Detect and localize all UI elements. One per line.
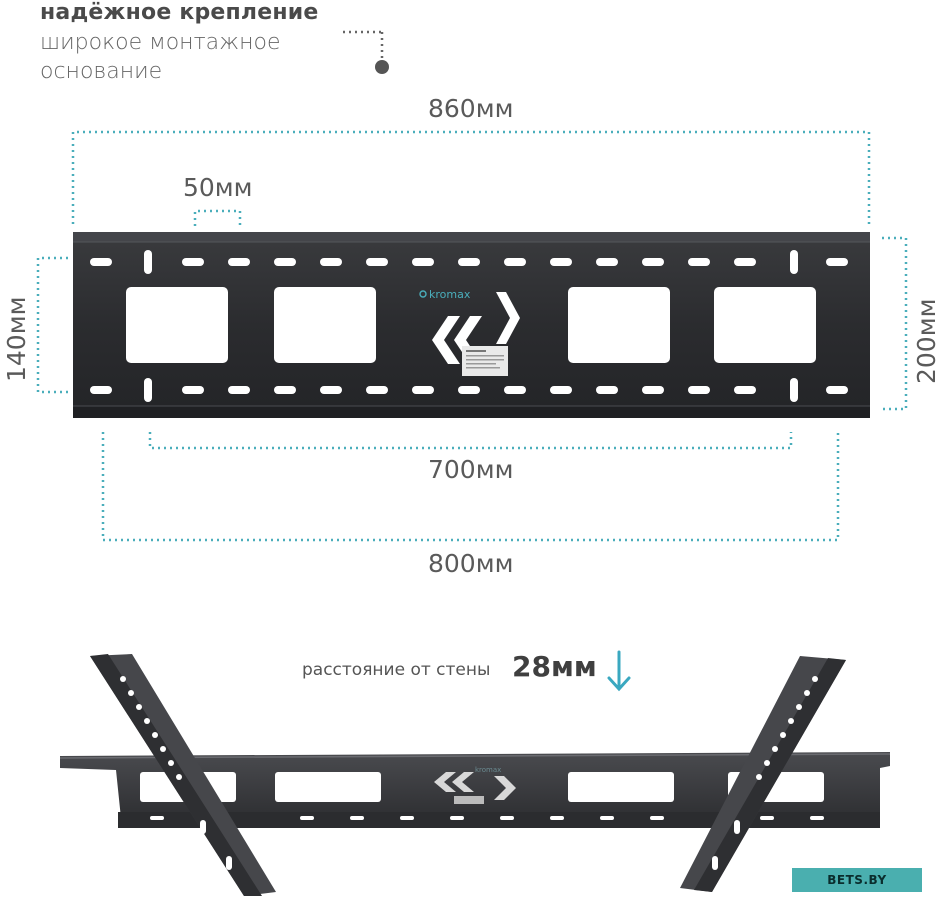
dimension-lines	[36, 130, 908, 542]
dotted-pointer-icon	[343, 30, 389, 74]
down-arrow-icon	[607, 650, 631, 692]
left-height-label: 140мм	[2, 296, 31, 382]
right-vesa-arm	[680, 656, 846, 892]
top-slot-row	[90, 250, 848, 274]
mount-plate-front: kromax	[73, 232, 870, 418]
left-vesa-arm	[90, 654, 276, 896]
slot-spacing-label: 50мм	[183, 173, 253, 202]
bottom-slot-row	[90, 378, 848, 402]
inner-span-label: 700мм	[428, 455, 514, 484]
outer-span-label: 800мм	[428, 549, 514, 578]
brand-logo-text: kromax	[429, 288, 471, 301]
wall-distance-value: 28мм	[512, 650, 597, 683]
feature-title: надёжное крепление	[40, 0, 319, 25]
mount-perspective-view: kromax	[59, 654, 891, 896]
wall-distance-label: расстояние от стены	[302, 660, 491, 680]
feature-subtitle: широкое монтажное основание	[40, 30, 281, 84]
spec-label	[462, 346, 508, 376]
right-height-label: 200мм	[912, 298, 940, 384]
watermark-badge: BETS.BY	[792, 868, 922, 892]
plate-cutouts	[126, 287, 816, 363]
overall-width-label: 860мм	[428, 94, 514, 123]
brand-logo-small: kromax	[475, 766, 501, 774]
brand-logo: kromax	[419, 288, 471, 301]
